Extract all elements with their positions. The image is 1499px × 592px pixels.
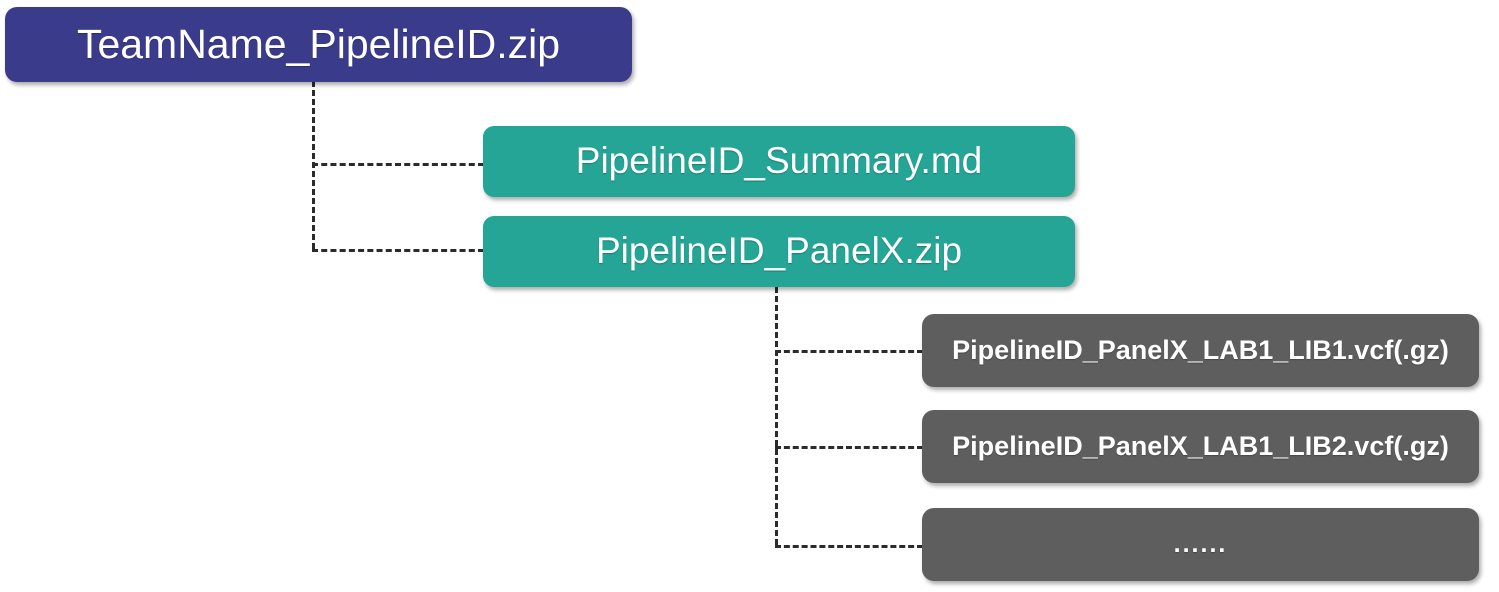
node-summary-md-label: PipelineID_Summary.md [575,140,983,182]
connector-root-to-summary [312,163,484,166]
node-panel-zip[interactable]: PipelineID_PanelX.zip [483,216,1075,287]
node-vcf-lib1-label: PipelineID_PanelX_LAB1_LIB1.vcf(.gz) [952,335,1449,366]
connector-panel-trunk [775,287,778,545]
node-root-archive[interactable]: TeamName_PipelineID.zip [5,7,632,82]
node-root-archive-label: TeamName_PipelineID.zip [76,20,561,67]
connector-panel-to-lib2 [775,446,923,449]
connector-panel-to-lib1 [775,350,923,353]
connector-root-to-panelzip [312,249,484,252]
node-vcf-more[interactable]: ...... [922,508,1479,581]
node-vcf-lib1[interactable]: PipelineID_PanelX_LAB1_LIB1.vcf(.gz) [922,314,1479,387]
connector-panel-to-more [775,545,923,548]
node-vcf-lib2-label: PipelineID_PanelX_LAB1_LIB2.vcf(.gz) [952,431,1449,462]
node-vcf-more-label: ...... [1173,530,1228,559]
node-summary-md[interactable]: PipelineID_Summary.md [483,126,1075,197]
connector-root-trunk [312,81,315,249]
node-vcf-lib2[interactable]: PipelineID_PanelX_LAB1_LIB2.vcf(.gz) [922,410,1479,483]
node-panel-zip-label: PipelineID_PanelX.zip [595,230,963,272]
